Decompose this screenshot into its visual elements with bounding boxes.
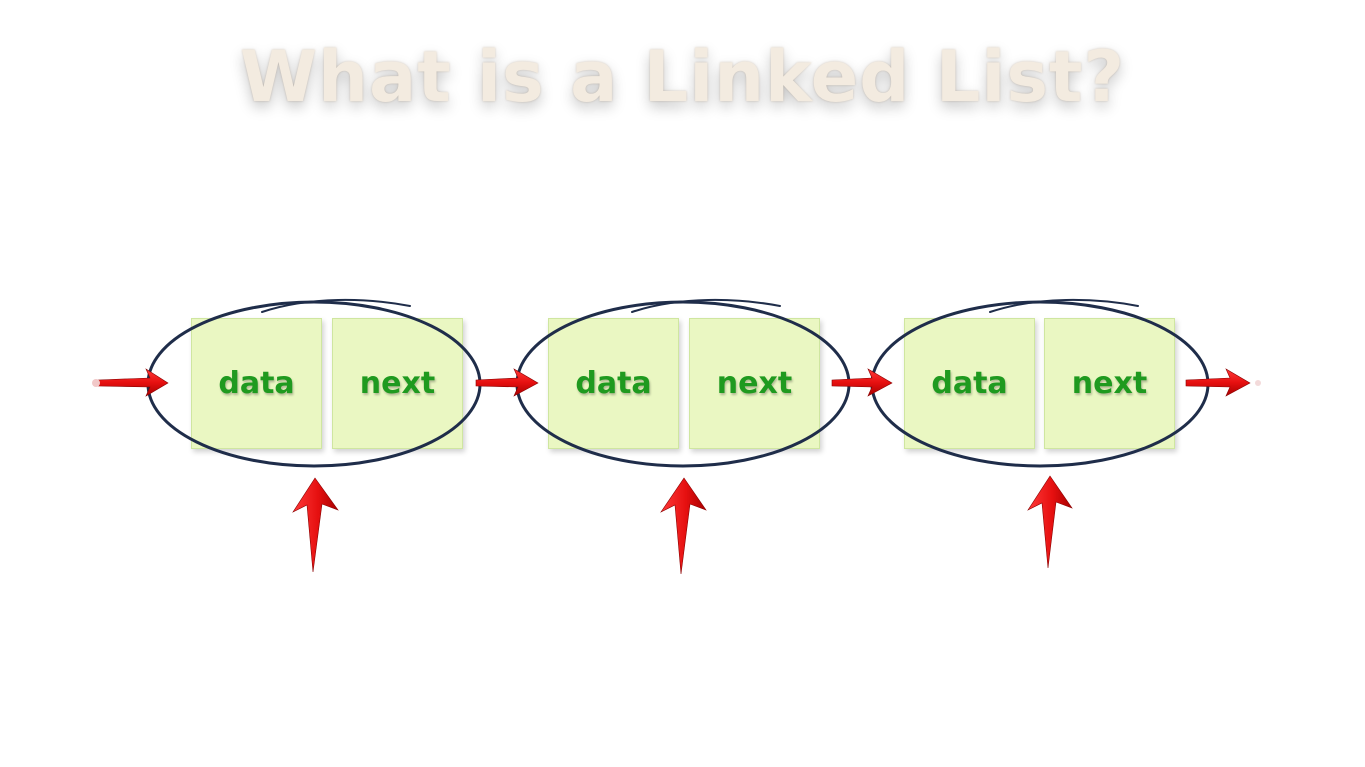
node-2-data-field: data: [548, 318, 679, 449]
node-3-data-field: data: [904, 318, 1035, 449]
node-3-next-field: next: [1044, 318, 1175, 449]
node-1-next-label: next: [359, 366, 436, 401]
node-2-outline: [515, 298, 851, 468]
tail-link-arrow-icon: [1185, 368, 1251, 397]
node-1-data-label: data: [218, 366, 295, 401]
link-arrow-1-2-icon: [475, 368, 539, 397]
node-2-data-label: data: [575, 366, 652, 401]
head-pointer-dot-icon: [92, 379, 100, 387]
node-2-next-label: next: [716, 366, 793, 401]
node-3-outline: [870, 298, 1210, 468]
node-3-data-label: data: [931, 366, 1008, 401]
node-1-next-field: next: [332, 318, 463, 449]
link-arrow-2-3-icon: [831, 368, 893, 397]
node-2-pointer-arrow-icon: [660, 477, 707, 575]
node-1-pointer-arrow-icon: [292, 477, 339, 573]
node-3-next-label: next: [1071, 366, 1148, 401]
node-3-pointer-arrow-icon: [1027, 475, 1073, 569]
slide-title: What is a Linked List?: [239, 36, 1126, 118]
node-1-outline: [146, 298, 482, 468]
tail-pointer-dot-icon: [1255, 380, 1261, 386]
head-link-arrow-icon: [97, 368, 169, 397]
node-1-data-field: data: [191, 318, 322, 449]
node-2-next-field: next: [689, 318, 820, 449]
